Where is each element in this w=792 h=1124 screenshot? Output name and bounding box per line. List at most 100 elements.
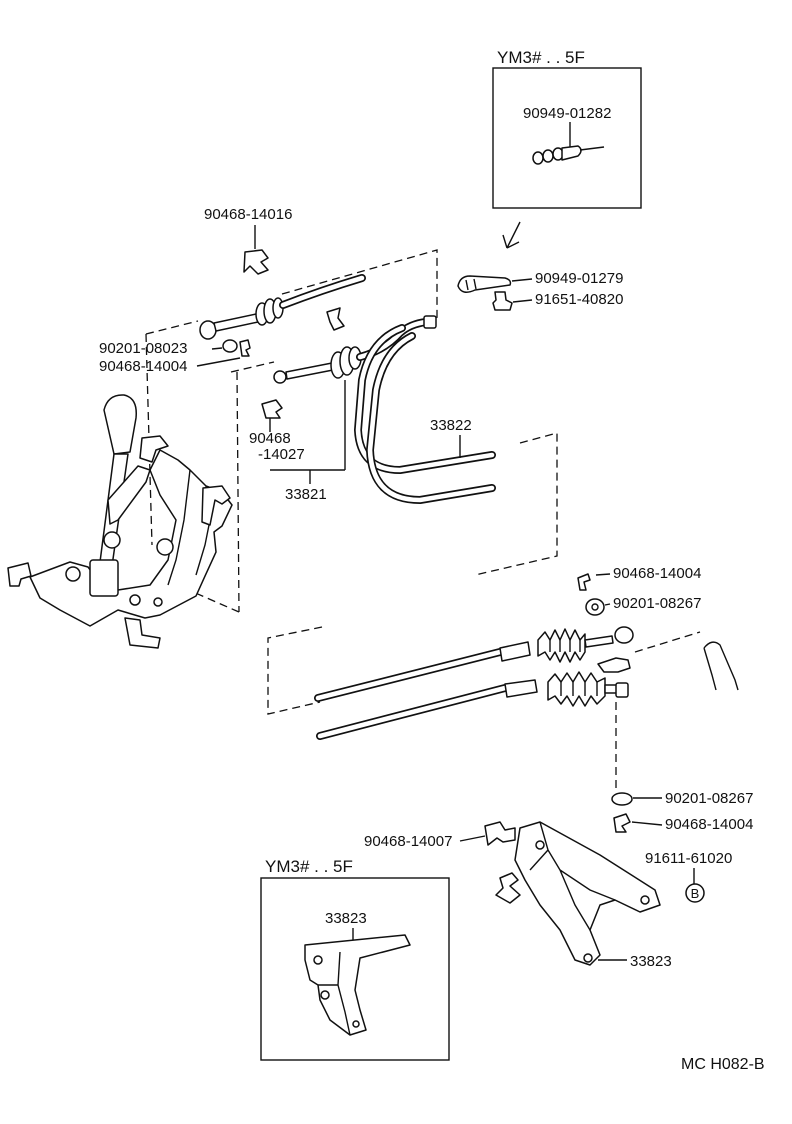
cable-boot <box>537 628 586 663</box>
cable-clip <box>326 307 345 331</box>
shift-lever-assembly <box>7 394 233 649</box>
bracket-edge <box>529 821 616 931</box>
cable-sheath-inner <box>355 325 495 473</box>
bushing-hole <box>591 603 599 611</box>
retainer-90949-01279: 90949-01279 <box>457 270 623 293</box>
clip-part <box>243 249 269 275</box>
clip-90468-14016: 90468-14016 <box>204 206 292 275</box>
leader-line <box>631 821 663 826</box>
cable-fitting <box>499 641 531 662</box>
leader-line <box>511 278 533 282</box>
cable-33821-callout: 33821 <box>270 380 346 503</box>
clip-part <box>613 813 631 833</box>
clip-90468-14004-b: 90468-14004 <box>577 565 701 591</box>
assembly-guide-lines <box>145 249 701 792</box>
cable-sheath-inner <box>317 685 508 739</box>
bolt-91611-61020: 91611-61020 B <box>645 850 732 903</box>
part-label: 91651-40820 <box>535 291 623 308</box>
lower-cable-upper <box>314 626 634 702</box>
upper-shift-cable <box>199 274 366 340</box>
bolt-91651-40820: 91651-40820 <box>492 291 623 311</box>
bolt-head <box>65 566 81 582</box>
lever-pivot <box>103 531 121 549</box>
clip-part <box>577 573 591 591</box>
leader-line <box>211 347 223 350</box>
base-plate-hole <box>153 597 163 607</box>
clip-part <box>239 339 251 357</box>
boot-ribs <box>560 682 598 696</box>
guide-line <box>236 371 240 613</box>
cable-eye <box>273 370 287 384</box>
bracket-hole <box>320 990 330 1000</box>
inset-top-title: YM3# . . 5F <box>497 48 585 67</box>
cable-rod <box>213 313 259 332</box>
inset-bottom-title: YM3# . . 5F <box>265 857 353 876</box>
cable-end-cap <box>423 315 437 329</box>
bushing-90201-08267-b: 90201-08267 <box>611 790 753 807</box>
mounting-foot <box>124 617 161 649</box>
cable-clip <box>597 657 631 673</box>
shifter-tab <box>201 485 231 526</box>
part-label: 90201-08267 <box>665 790 753 807</box>
bolt-part <box>492 291 513 311</box>
cable-boot <box>547 671 606 707</box>
part-label: 90468-14004 <box>665 816 753 833</box>
guide-line <box>230 361 275 373</box>
cable-rod <box>584 635 614 648</box>
guide-line <box>474 432 558 576</box>
inset-bottom-frame <box>260 877 450 1061</box>
inset-top-part-label: 90949-01282 <box>523 105 611 122</box>
part-label: 33822 <box>430 417 472 434</box>
base-plate-hole <box>156 538 174 556</box>
shift-lever-arm <box>107 465 151 525</box>
lower-cable-lower <box>316 671 629 740</box>
part-label: 90468-14007 <box>364 833 452 850</box>
bracket-edge <box>318 951 351 1036</box>
bracket-hole <box>640 895 650 905</box>
bushing-part <box>611 792 633 806</box>
part-label: 90468-14004 <box>99 358 187 375</box>
boot-ribs <box>549 640 581 652</box>
bracket-part <box>304 934 411 1036</box>
clip-part <box>484 821 516 846</box>
retainer-ring <box>532 151 544 165</box>
bolt-marker-circle <box>685 883 705 903</box>
bracket-hole <box>313 955 323 965</box>
cable-sheath-inner <box>280 275 365 308</box>
part-label: 33823 <box>630 953 672 970</box>
leader-line <box>604 603 611 606</box>
cable-sheath-inner <box>367 333 495 503</box>
shift-arm-fragment <box>703 641 739 691</box>
leader-line <box>512 299 533 303</box>
bushing-90201-08267-a: 90201-08267 <box>585 595 701 616</box>
part-label: 90949-01279 <box>535 270 623 287</box>
guide-line <box>145 320 199 335</box>
guide-line <box>183 587 240 613</box>
bracket-hole <box>535 840 545 850</box>
base-plate-hole <box>129 594 141 606</box>
retainer-rod <box>579 146 605 151</box>
cable-bracket-33823: 33823 <box>495 821 672 970</box>
cable-end-fitting <box>615 682 629 698</box>
lever-housing <box>89 559 119 597</box>
retainer-body <box>561 145 582 161</box>
shift-knob <box>103 394 137 455</box>
bushing-part <box>222 339 238 353</box>
diagram-code: MC H082-B <box>681 1056 765 1073</box>
guide-line <box>267 626 323 715</box>
bracket-clip <box>495 872 521 904</box>
bushing-part <box>585 598 605 616</box>
leader-line <box>459 835 486 842</box>
clip-part <box>261 399 283 419</box>
retainer-detail <box>465 278 477 291</box>
part-label: 90201-08267 <box>613 595 701 612</box>
arrow-icon <box>502 221 521 249</box>
part-label: 33821 <box>285 486 327 503</box>
retainer-ring <box>542 149 554 163</box>
guide-line <box>634 631 701 653</box>
bolt-marker-letter: B <box>691 886 700 901</box>
cable-end-retainer-part <box>532 145 605 165</box>
part-label: 90468-14016 <box>204 206 292 223</box>
leader-line <box>595 573 611 576</box>
